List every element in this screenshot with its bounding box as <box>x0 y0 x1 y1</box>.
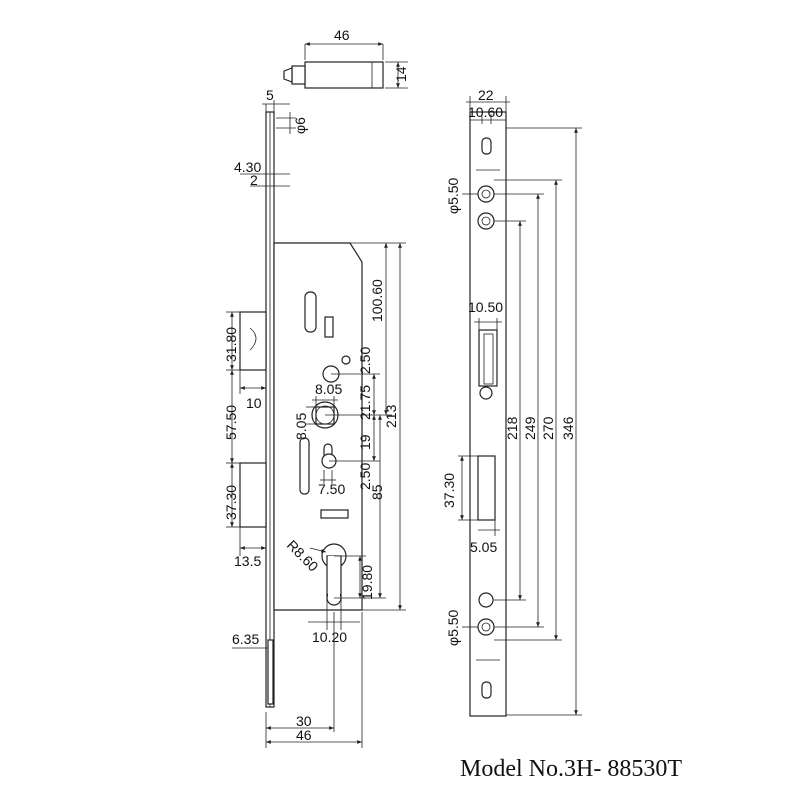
dim-270: 270 <box>540 416 556 440</box>
dim-31-80: 31.80 <box>223 327 239 362</box>
dim-phi5-50-top: φ5.50 <box>445 177 461 214</box>
dim-22: 22 <box>478 87 494 103</box>
dim-346: 346 <box>560 416 576 440</box>
lock-case <box>273 242 363 611</box>
right-view-dimensions <box>458 96 582 716</box>
dim-37-30-left: 37.30 <box>223 485 239 520</box>
dim-249: 249 <box>522 416 538 440</box>
dim-10-20: 10.20 <box>312 629 347 645</box>
dim-7-50: 7.50 <box>318 481 345 497</box>
dim-37-30-right: 37.30 <box>441 473 457 508</box>
faceplate-side <box>265 111 275 708</box>
latch-tongue-side <box>239 462 267 528</box>
dim-8-05-h: 8.05 <box>315 381 342 397</box>
dim-85: 85 <box>369 484 385 500</box>
faceplate-front <box>469 111 507 717</box>
dim-100-60: 100.60 <box>369 279 385 322</box>
dim-30: 30 <box>296 713 312 729</box>
dim-21-75: 21.75 <box>357 385 373 420</box>
dim-19: 19 <box>357 434 373 450</box>
bolt-height-label: 14 <box>393 66 409 82</box>
dim-46-bottom: 46 <box>296 727 312 743</box>
dim-6-35: 6.35 <box>232 631 259 647</box>
dim-phi5-50-bottom: φ5.50 <box>445 609 461 646</box>
bolt-length-label: 46 <box>334 27 350 43</box>
dim-57-50: 57.50 <box>223 405 239 440</box>
dim-218: 218 <box>504 416 520 440</box>
hook-tongue <box>239 311 267 371</box>
dim-2-50-top: 2.50 <box>357 347 373 374</box>
dim-2: 2 <box>250 172 258 188</box>
dim-5-05: 5.05 <box>470 539 497 555</box>
latch-bolt <box>283 42 408 89</box>
dim-5: 5 <box>266 87 274 103</box>
dim-10-50: 10.50 <box>468 299 503 315</box>
dim-10-60: 10.60 <box>468 104 503 120</box>
model-number-caption: Model No.3H- 88530T <box>460 756 682 782</box>
dim-13-5: 13.5 <box>234 553 261 569</box>
dim-8-05-v: 8.05 <box>293 413 309 440</box>
dim-4-30: 4.30 <box>234 159 261 175</box>
left-view-dimensions <box>226 100 406 748</box>
dim-213: 213 <box>383 404 399 428</box>
dim-19-80: 19.80 <box>359 565 375 600</box>
dim-2-50-bottom: 2.50 <box>357 463 373 490</box>
dim-10: 10 <box>246 395 262 411</box>
dim-phi6: φ6 <box>292 117 308 134</box>
